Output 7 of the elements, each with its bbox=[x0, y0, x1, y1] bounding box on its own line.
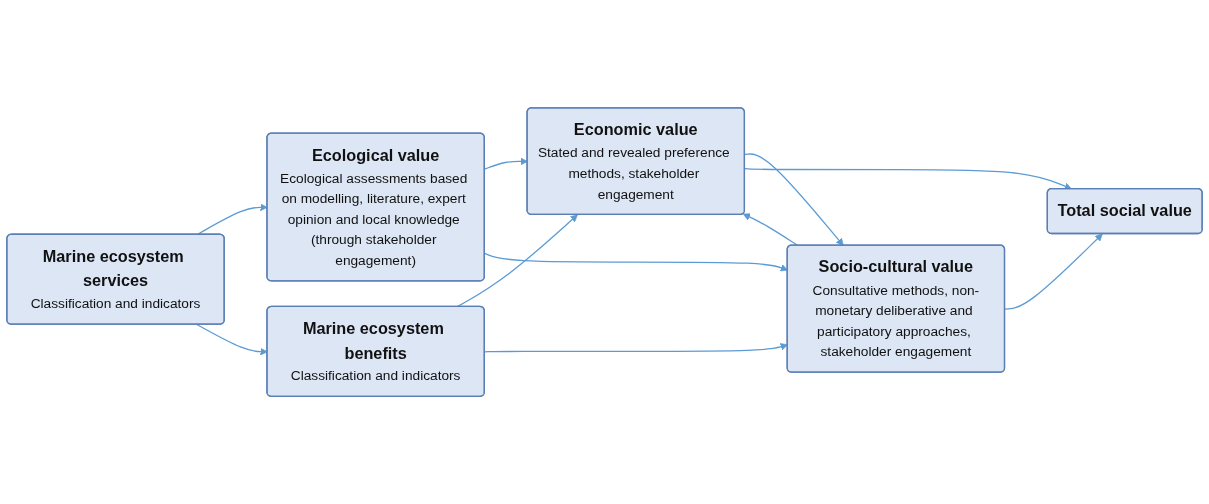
arrow bbox=[1004, 233, 1103, 310]
arrow bbox=[484, 343, 788, 353]
arrow bbox=[484, 157, 528, 170]
arrow bbox=[744, 167, 1072, 190]
arrow bbox=[456, 214, 578, 308]
arrow bbox=[484, 252, 788, 272]
arrow bbox=[744, 153, 844, 246]
